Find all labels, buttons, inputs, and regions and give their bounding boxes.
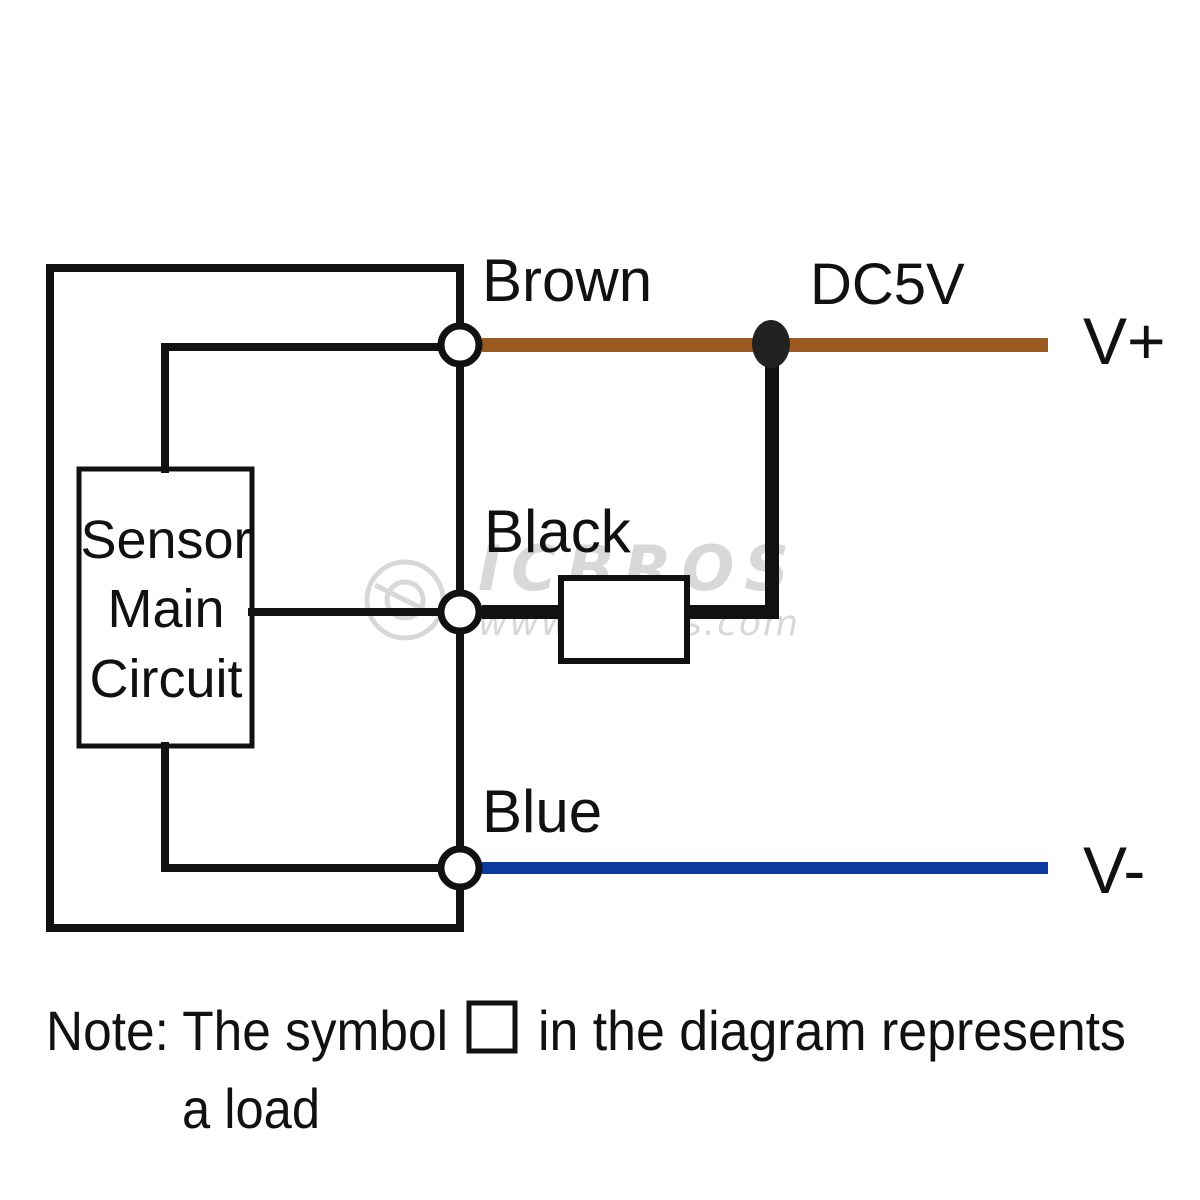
watermark-logo-icon <box>364 559 446 641</box>
terminal-black <box>437 589 483 635</box>
sensor-label-line2: Main <box>107 579 224 639</box>
note-prefix: Note: The symbol <box>46 999 448 1062</box>
sensor-housing <box>46 264 464 932</box>
black-label: Black <box>484 498 632 565</box>
internal-brown-connection <box>161 343 444 473</box>
sensor-main-circuit-box <box>76 466 255 749</box>
v-minus-label: V- <box>1083 833 1145 907</box>
note-line2: a load <box>182 1077 320 1140</box>
brown-label: Brown <box>482 247 652 314</box>
sensor-label-line3: Circuit <box>89 649 242 709</box>
terminal-blue <box>437 845 483 891</box>
supply-label: DC5V <box>810 252 965 317</box>
internal-blue-connection <box>161 742 444 872</box>
terminal-brown <box>437 322 483 368</box>
note-load-symbol-icon <box>466 1000 518 1054</box>
blue-label: Blue <box>482 778 602 845</box>
v-plus-label: V+ <box>1083 304 1166 378</box>
junction-node <box>752 320 790 368</box>
load-symbol <box>558 575 690 664</box>
sensor-label-line1: Sensor <box>80 510 251 570</box>
note-suffix: in the diagram represents <box>538 999 1126 1062</box>
